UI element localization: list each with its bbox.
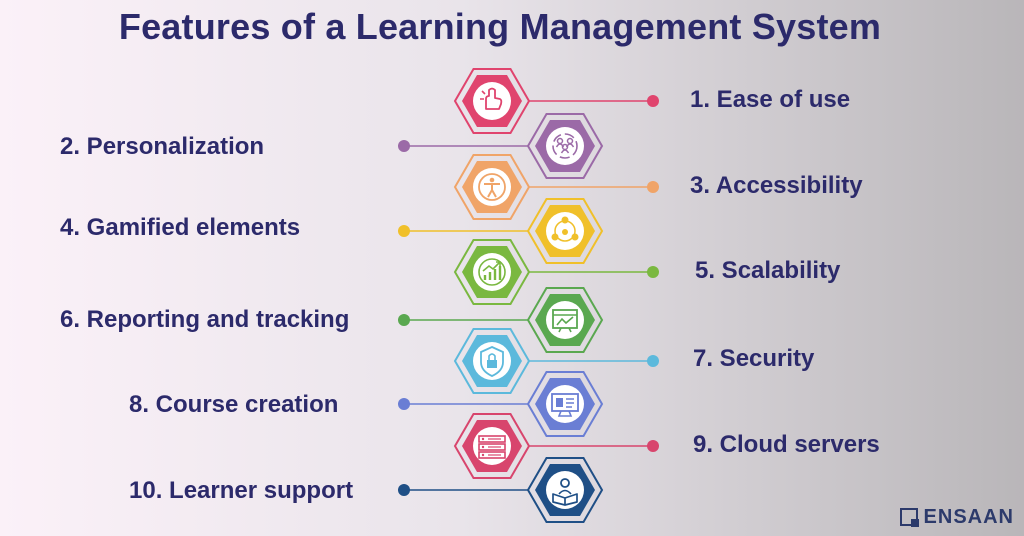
feature-node — [398, 457, 604, 523]
connector-dot — [647, 95, 659, 107]
feature-node — [453, 68, 659, 134]
feature-node — [453, 239, 659, 305]
connector-dot — [398, 225, 410, 237]
feature-node — [398, 287, 604, 353]
feature-label: 10. Learner support — [129, 477, 354, 504]
feature-label: 4. Gamified elements — [60, 214, 301, 241]
connector-dot — [398, 398, 410, 410]
accessibility-icon — [478, 173, 506, 201]
connector-dot — [398, 140, 410, 152]
connector-dot — [647, 440, 659, 452]
feature-label: 6. Reporting and tracking — [60, 306, 350, 333]
outer-hexagon — [453, 413, 531, 479]
outer-hexagon — [453, 328, 531, 394]
lock-shield-icon — [480, 346, 504, 377]
feature-label: 5. Scalability — [695, 257, 841, 284]
feature-label: 2. Personalization — [60, 133, 265, 160]
outer-hexagon — [526, 457, 604, 523]
outer-hexagon — [526, 287, 604, 353]
brand-name: ENSAAN — [923, 505, 1014, 528]
hand-pointer-icon — [480, 87, 503, 110]
feature-node — [453, 154, 659, 220]
user-group-cycle-icon — [552, 133, 578, 159]
outer-hexagon — [453, 68, 531, 134]
feature-label: 1. Ease of use — [690, 86, 851, 113]
feature-node — [453, 328, 659, 394]
feature-label: 7. Security — [693, 345, 815, 372]
outer-hexagon — [526, 113, 604, 179]
feature-label: 3. Accessibility — [690, 172, 863, 199]
icon-disc — [546, 127, 584, 165]
brand-mark-icon — [899, 508, 919, 527]
connector-dot — [647, 181, 659, 193]
feature-label: 9. Cloud servers — [693, 431, 880, 458]
growth-chart-icon — [478, 258, 506, 286]
reading-person-icon — [552, 478, 578, 506]
report-chart-icon — [552, 309, 578, 333]
network-people-icon — [551, 216, 579, 242]
page-title: Features of a Learning Management System — [118, 6, 882, 47]
feature-node — [453, 413, 659, 479]
server-icon — [478, 435, 506, 459]
connector-dot — [398, 484, 410, 496]
brand-logo: ENSAAN — [899, 504, 1014, 530]
outer-hexagon — [526, 371, 604, 437]
outer-hexagon — [453, 239, 531, 305]
connector-dot — [647, 355, 659, 367]
icon-disc — [546, 301, 584, 339]
feature-node — [398, 198, 604, 264]
feature-node — [398, 113, 604, 179]
outer-hexagon — [453, 154, 531, 220]
feature-label: 8. Course creation — [129, 391, 339, 418]
feature-node — [398, 371, 604, 437]
outer-hexagon — [526, 198, 604, 264]
connector-dot — [398, 314, 410, 326]
monitor-course-icon — [551, 393, 579, 417]
connector-dot — [647, 266, 659, 278]
